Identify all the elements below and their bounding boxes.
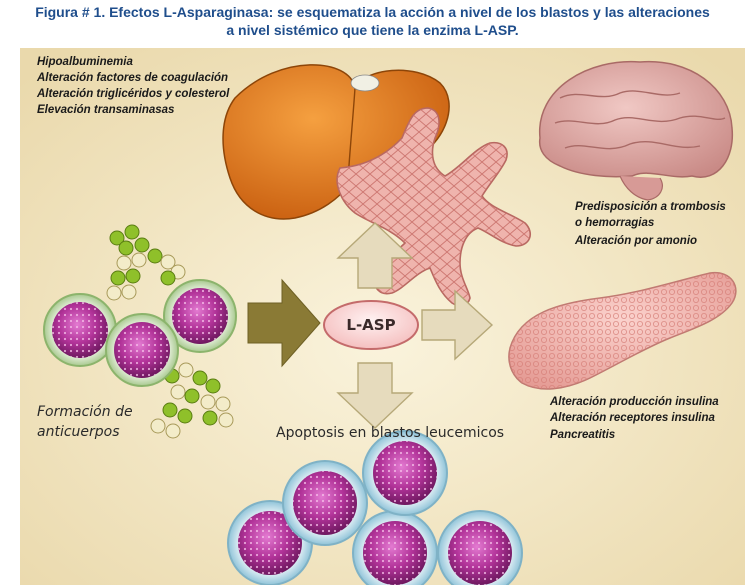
antibody-label-line-2: anticuerpos xyxy=(37,424,120,440)
antibody-label-line-1: Formación de xyxy=(37,404,133,420)
arrow-up xyxy=(336,222,414,289)
caption-line-1: Figura # 1. Efectos L-Asparaginasa: se e… xyxy=(35,4,710,20)
apoptosis-cell-5 xyxy=(362,430,448,516)
brain-effect-2: o hemorragias xyxy=(575,217,654,229)
apoptosis-label: Apoptosis en blastos leucemicos xyxy=(276,425,504,441)
antibody-cluster-bottom xyxy=(150,362,234,439)
lasp-label: L-ASP xyxy=(346,316,395,334)
brain-effect-1: Predisposición a trombosis xyxy=(575,201,726,213)
liver-effect-2: Alteración factores de coagulación xyxy=(36,72,228,84)
pancreas-illustration xyxy=(508,272,737,390)
blast-cell-left xyxy=(43,293,117,367)
caption-line-2: a nivel sistémico que tiene la enzima L-… xyxy=(226,22,519,38)
apoptosis-cell-3 xyxy=(437,510,523,585)
apoptosis-cell-4 xyxy=(352,510,438,585)
blast-cell-center xyxy=(105,313,179,387)
arrow-main-left xyxy=(247,278,321,368)
apoptosis-cell-2 xyxy=(282,460,368,546)
lasp-node xyxy=(323,300,419,350)
arrow-right xyxy=(421,289,494,361)
antibody-cluster-top xyxy=(106,224,186,301)
pancreas-effect-1: Alteración producción insulina xyxy=(549,396,719,408)
brain-effect-3: Alteración por amonio xyxy=(574,235,697,247)
blast-cell-right xyxy=(163,279,237,353)
liver-effect-3: Alteración triglicéridos y colesterol xyxy=(36,88,230,100)
diagram-figure: L-ASP xyxy=(20,48,745,585)
brain-illustration xyxy=(538,60,734,201)
liver-effect-4: Elevación transaminasas xyxy=(37,104,174,116)
figure-caption: Figura # 1. Efectos L-Asparaginasa: se e… xyxy=(0,0,745,53)
liver-effect-1: Hipoalbuminemia xyxy=(37,56,133,68)
arrow-down xyxy=(336,362,414,429)
pancreas-effect-2: Alteración receptores insulina xyxy=(549,412,715,424)
pancreas-effect-3: Pancreatitis xyxy=(550,429,615,441)
